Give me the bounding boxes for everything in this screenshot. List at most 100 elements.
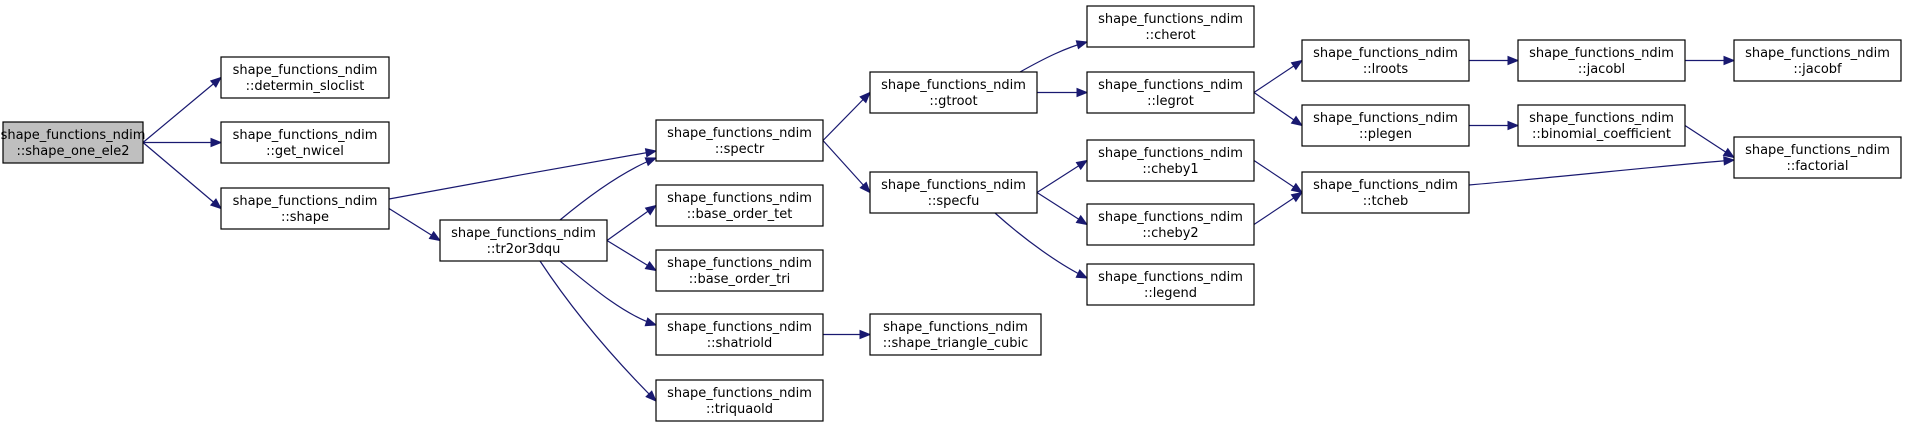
node-shape_one_ele2[interactable]: shape_functions_ndim::shape_one_ele2 — [1, 121, 146, 164]
edge-arrowhead — [1507, 55, 1520, 66]
node-function-label: ::spectr — [715, 142, 765, 157]
node-base_order_tri[interactable]: shape_functions_ndim::base_order_tri — [655, 249, 824, 292]
edge-tr2or3dqu-to-spectr — [559, 157, 657, 221]
edge-shape_one_ele2-to-shape — [142, 142, 222, 209]
node-function-label: ::base_order_tri — [689, 272, 790, 287]
node-box — [1733, 39, 1902, 82]
node-cheby2[interactable]: shape_functions_ndim::cheby2 — [1086, 203, 1255, 246]
edge-gtroot-to-cherot — [1019, 41, 1088, 73]
edge-arrowhead — [428, 230, 442, 242]
edge-arrowhead — [859, 91, 871, 104]
node-namespace-label: shape_functions_ndim — [451, 226, 596, 241]
node-plegen[interactable]: shape_functions_ndim::plegen — [1301, 104, 1470, 147]
node-lroots[interactable]: shape_functions_ndim::lroots — [1301, 39, 1470, 82]
node-namespace-label: shape_functions_ndim — [1529, 46, 1674, 61]
node-function-label: ::tcheb — [1363, 194, 1409, 209]
edge-shape_one_ele2-to-determin_sloclist — [142, 77, 222, 143]
node-shape[interactable]: shape_functions_ndim::shape — [220, 187, 390, 230]
node-box — [1301, 171, 1470, 214]
node-tcheb[interactable]: shape_functions_ndim::tcheb — [1301, 171, 1470, 214]
node-triquaold[interactable]: shape_functions_ndim::triquaold — [655, 379, 824, 422]
edge-arrowhead — [644, 260, 658, 272]
node-specfu[interactable]: shape_functions_ndim::specfu — [869, 171, 1038, 214]
edge-arrowhead — [644, 157, 658, 167]
edge-arrowhead — [1075, 40, 1089, 50]
node-jacobl[interactable]: shape_functions_ndim::jacobl — [1517, 39, 1686, 82]
node-function-label: ::cheby2 — [1142, 226, 1198, 241]
node-function-label: ::specfu — [928, 194, 980, 209]
node-box — [1086, 5, 1255, 48]
edge-arrowhead — [209, 198, 223, 210]
node-jacobf[interactable]: shape_functions_ndim::jacobf — [1733, 39, 1902, 82]
node-cherot[interactable]: shape_functions_ndim::cherot — [1086, 5, 1255, 48]
node-box — [869, 171, 1038, 214]
node-shape_triangle_cubic[interactable]: shape_functions_ndim::shape_triangle_cub… — [869, 313, 1042, 356]
edge-arrowhead — [1290, 115, 1304, 127]
edge-shape-to-spectr — [388, 150, 657, 200]
node-binomial_coefficient[interactable]: shape_functions_ndim::binomial_coefficie… — [1517, 104, 1686, 147]
node-box — [1517, 39, 1686, 82]
node-factorial[interactable]: shape_functions_ndim::factorial — [1733, 136, 1902, 179]
node-namespace-label: shape_functions_ndim — [881, 78, 1026, 93]
node-namespace-label: shape_functions_ndim — [883, 320, 1028, 335]
edges-layer — [142, 40, 1736, 402]
node-namespace-label: shape_functions_ndim — [667, 256, 812, 271]
node-namespace-label: shape_functions_ndim — [1313, 178, 1458, 193]
edge-arrowhead — [859, 181, 871, 194]
node-function-label: ::shape — [281, 210, 329, 225]
node-function-label: ::get_nwicel — [266, 144, 344, 159]
node-namespace-label: shape_functions_ndim — [1, 128, 146, 143]
edge-arrowhead — [1507, 120, 1520, 131]
node-shatriold[interactable]: shape_functions_ndim::shatriold — [655, 313, 824, 356]
node-box — [220, 187, 390, 230]
node-function-label: ::tr2or3dqu — [487, 242, 561, 257]
node-function-label: ::factorial — [1786, 159, 1848, 174]
node-legend[interactable]: shape_functions_ndim::legend — [1086, 263, 1255, 306]
node-function-label: ::cheby1 — [1142, 162, 1198, 177]
edge-arrowhead — [209, 76, 223, 88]
node-get_nwicel[interactable]: shape_functions_ndim::get_nwicel — [220, 121, 390, 164]
node-namespace-label: shape_functions_ndim — [1098, 270, 1243, 285]
node-namespace-label: shape_functions_ndim — [233, 194, 378, 209]
node-box — [220, 56, 390, 99]
node-box — [1301, 39, 1470, 82]
node-box — [1086, 263, 1255, 306]
node-cheby1[interactable]: shape_functions_ndim::cheby1 — [1086, 139, 1255, 182]
node-namespace-label: shape_functions_ndim — [233, 63, 378, 78]
node-function-label: ::gtroot — [929, 94, 977, 109]
node-box — [220, 121, 390, 164]
node-function-label: ::base_order_tet — [687, 207, 793, 222]
node-namespace-label: shape_functions_ndim — [1098, 12, 1243, 27]
edge-arrowhead — [644, 148, 658, 158]
edge-specfu-to-legend — [994, 212, 1088, 279]
node-box — [1517, 104, 1686, 147]
node-function-label: ::determin_sloclist — [246, 79, 365, 94]
node-function-label: ::legend — [1144, 286, 1197, 301]
edge-spectr-to-specfu — [822, 140, 871, 193]
node-tr2or3dqu[interactable]: shape_functions_ndim::tr2or3dqu — [439, 219, 608, 262]
node-namespace-label: shape_functions_ndim — [881, 178, 1026, 193]
edge-tr2or3dqu-to-shatriold — [559, 260, 657, 326]
edge-tcheb-to-factorial — [1468, 159, 1735, 186]
node-namespace-label: shape_functions_ndim — [667, 386, 812, 401]
node-box — [439, 219, 608, 262]
node-legrot[interactable]: shape_functions_ndim::legrot — [1086, 71, 1255, 114]
node-gtroot[interactable]: shape_functions_ndim::gtroot — [869, 71, 1038, 114]
node-box — [655, 249, 824, 292]
node-namespace-label: shape_functions_ndim — [1529, 111, 1674, 126]
edge-arrowhead — [1075, 159, 1089, 171]
node-namespace-label: shape_functions_ndim — [667, 191, 812, 206]
node-function-label: ::jacobf — [1793, 62, 1842, 77]
node-determin_sloclist[interactable]: shape_functions_ndim::determin_sloclist — [220, 56, 390, 99]
edge-arrowhead — [859, 329, 872, 340]
edge-arrowhead — [1075, 269, 1089, 279]
node-base_order_tet[interactable]: shape_functions_ndim::base_order_tet — [655, 184, 824, 227]
node-box — [655, 119, 824, 162]
node-namespace-label: shape_functions_ndim — [1098, 78, 1243, 93]
edge-arrowhead — [645, 390, 657, 402]
node-function-label: ::shape_one_ele2 — [16, 144, 129, 159]
node-spectr[interactable]: shape_functions_ndim::spectr — [655, 119, 824, 162]
node-box — [869, 71, 1038, 114]
node-box — [1086, 71, 1255, 114]
node-namespace-label: shape_functions_ndim — [233, 128, 378, 143]
